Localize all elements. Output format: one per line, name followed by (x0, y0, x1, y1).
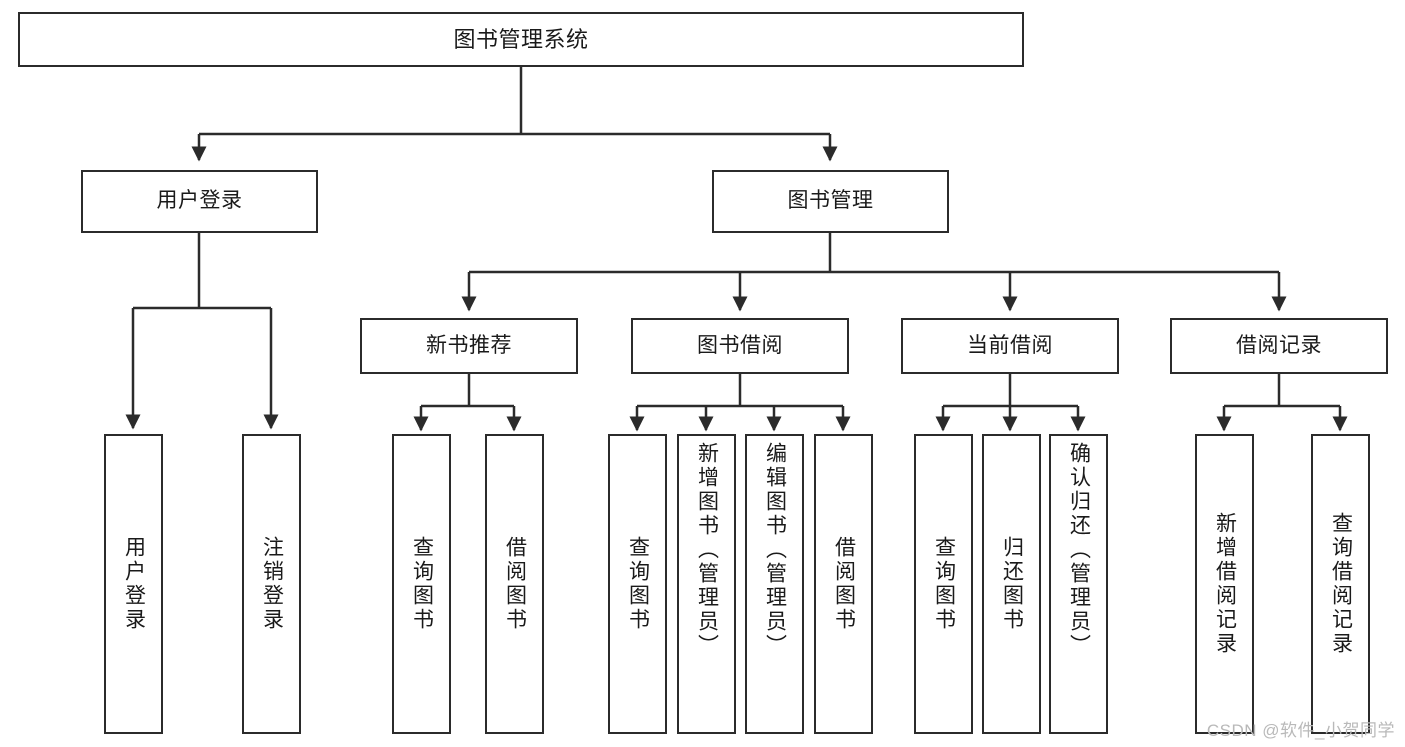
leaf-query-book-current[interactable]: 查询图书 (914, 434, 973, 734)
leaf-logout[interactable]: 注销登录 (242, 434, 301, 734)
node-label: 查询图书 (410, 536, 434, 632)
node-label: 归还图书 (1000, 536, 1024, 632)
csdn-watermark: CSDN @软件_小贺同学 (1206, 721, 1395, 740)
leaf-add-borrow-record[interactable]: 新增借阅记录 (1195, 434, 1254, 734)
node-label: 借阅记录 (1236, 333, 1322, 357)
leaf-add-book-admin[interactable]: 新增图书（管理员） (677, 434, 736, 734)
node-label: 查询借阅记录 (1329, 512, 1353, 656)
node-label: 当前借阅 (967, 333, 1053, 357)
node-label: 借阅图书 (503, 536, 527, 632)
node-new-book-recommend[interactable]: 新书推荐 (360, 318, 578, 374)
node-label: 查询图书 (626, 536, 650, 632)
node-label: 借阅图书 (832, 536, 856, 632)
node-label: 用户登录 (122, 536, 146, 632)
node-label: 图书借阅 (697, 333, 783, 357)
leaf-confirm-return-admin[interactable]: 确认归还（管理员） (1049, 434, 1108, 734)
node-user-login[interactable]: 用户登录 (81, 170, 318, 233)
node-label: 查询图书 (932, 536, 956, 632)
node-label: 图书管理 (787, 189, 874, 213)
leaf-borrow-book-recommend[interactable]: 借阅图书 (485, 434, 544, 734)
node-current-borrow[interactable]: 当前借阅 (901, 318, 1119, 374)
node-root-system[interactable]: 图书管理系统 (18, 12, 1024, 67)
node-label: 注销登录 (260, 536, 284, 632)
node-label: 图书管理系统 (453, 26, 589, 52)
node-label: 编辑图书（管理员） (763, 442, 787, 658)
leaf-user-login[interactable]: 用户登录 (104, 434, 163, 734)
node-label: 用户登录 (156, 189, 243, 213)
node-book-borrow[interactable]: 图书借阅 (631, 318, 849, 374)
node-label: 新增借阅记录 (1213, 512, 1237, 656)
leaf-query-book-recommend[interactable]: 查询图书 (392, 434, 451, 734)
leaf-borrow-book[interactable]: 借阅图书 (814, 434, 873, 734)
leaf-return-book[interactable]: 归还图书 (982, 434, 1041, 734)
node-borrow-records[interactable]: 借阅记录 (1170, 318, 1388, 374)
node-label: 新增图书（管理员） (695, 442, 719, 658)
leaf-query-borrow-record[interactable]: 查询借阅记录 (1311, 434, 1370, 734)
leaf-edit-book-admin[interactable]: 编辑图书（管理员） (745, 434, 804, 734)
leaf-query-book-borrow[interactable]: 查询图书 (608, 434, 667, 734)
node-book-management[interactable]: 图书管理 (712, 170, 949, 233)
node-label: 新书推荐 (426, 333, 512, 357)
node-label: 确认归还（管理员） (1067, 442, 1091, 658)
